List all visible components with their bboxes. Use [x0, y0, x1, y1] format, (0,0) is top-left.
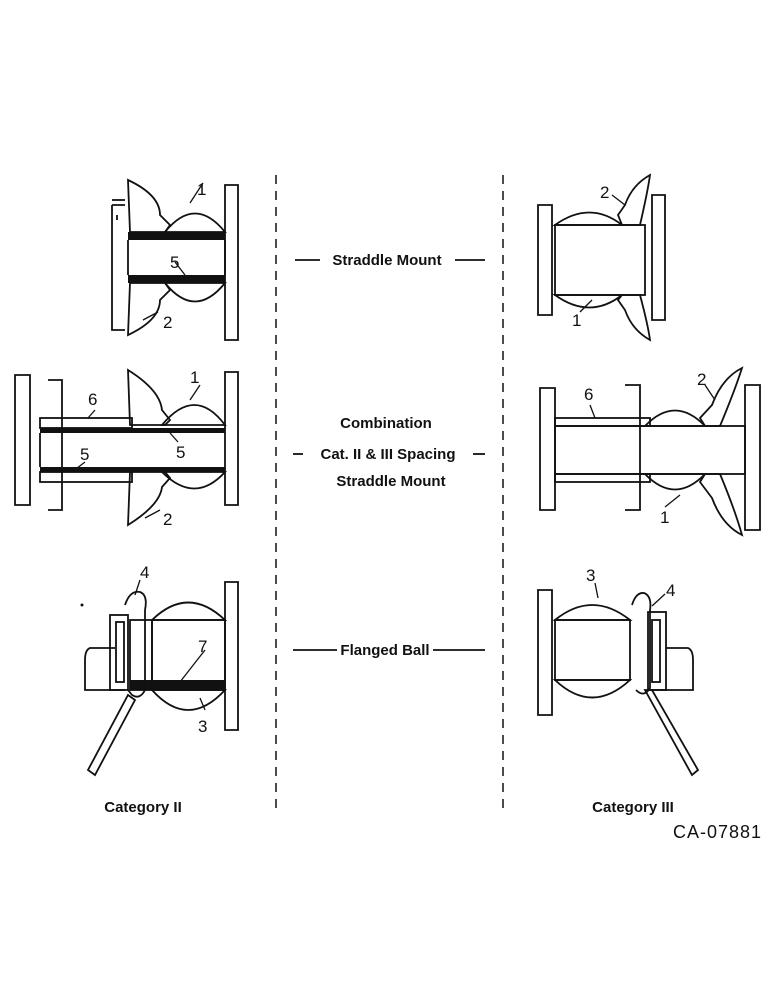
flanged-ball-label: Flanged Ball [340, 642, 429, 659]
callout-mid-left-2: 2 [163, 510, 172, 529]
callout-bottom-right-3: 3 [586, 566, 595, 585]
category-ii-label: Category II [104, 799, 182, 816]
category-iii-label: Category III [592, 799, 674, 816]
callout-mid-right-2: 2 [697, 370, 706, 389]
figure-code: CA-07881 [673, 822, 762, 842]
straddle-mount-label: Straddle Mount [332, 252, 441, 269]
combination-label-line1: Combination [340, 415, 432, 432]
straddle-mount-label-group: Straddle Mount [295, 252, 485, 269]
callout-top-left-2: 2 [163, 313, 172, 332]
callout-mid-left-1: 1 [190, 368, 199, 387]
callout-bottom-left-7: 7 [198, 637, 207, 656]
callout-mid-left-5b: 5 [80, 445, 89, 464]
callout-bottom-left-3: 3 [198, 717, 207, 736]
callout-bottom-right-4: 4 [666, 581, 675, 600]
combination-label-line3: Straddle Mount [336, 473, 445, 490]
flanged-ball-label-group: Flanged Ball [293, 642, 485, 659]
callout-top-right-1: 1 [572, 311, 581, 330]
combination-label-group: Combination Cat. II & III Spacing Stradd… [293, 415, 485, 490]
callout-bottom-left-4: 4 [140, 563, 149, 582]
straddle-mount-cat3-assembly [537, 173, 666, 342]
flanged-ball-cat2-assembly [80, 579, 239, 777]
callout-top-left-5: 5 [170, 253, 179, 272]
flanged-ball-cat3-assembly [537, 582, 700, 777]
callout-mid-right-6: 6 [584, 385, 593, 404]
callout-mid-left-6: 6 [88, 390, 97, 409]
callout-top-left-1: 1 [197, 180, 206, 199]
straddle-mount-cat2-assembly [111, 178, 239, 341]
combination-cat3-assembly [539, 366, 761, 537]
callout-mid-left-5a: 5 [176, 443, 185, 462]
combination-label-line2: Cat. II & III Spacing [320, 446, 455, 463]
callout-top-right-2: 2 [600, 183, 609, 202]
combination-cat2-assembly [14, 368, 239, 527]
callout-mid-right-1: 1 [660, 508, 669, 527]
